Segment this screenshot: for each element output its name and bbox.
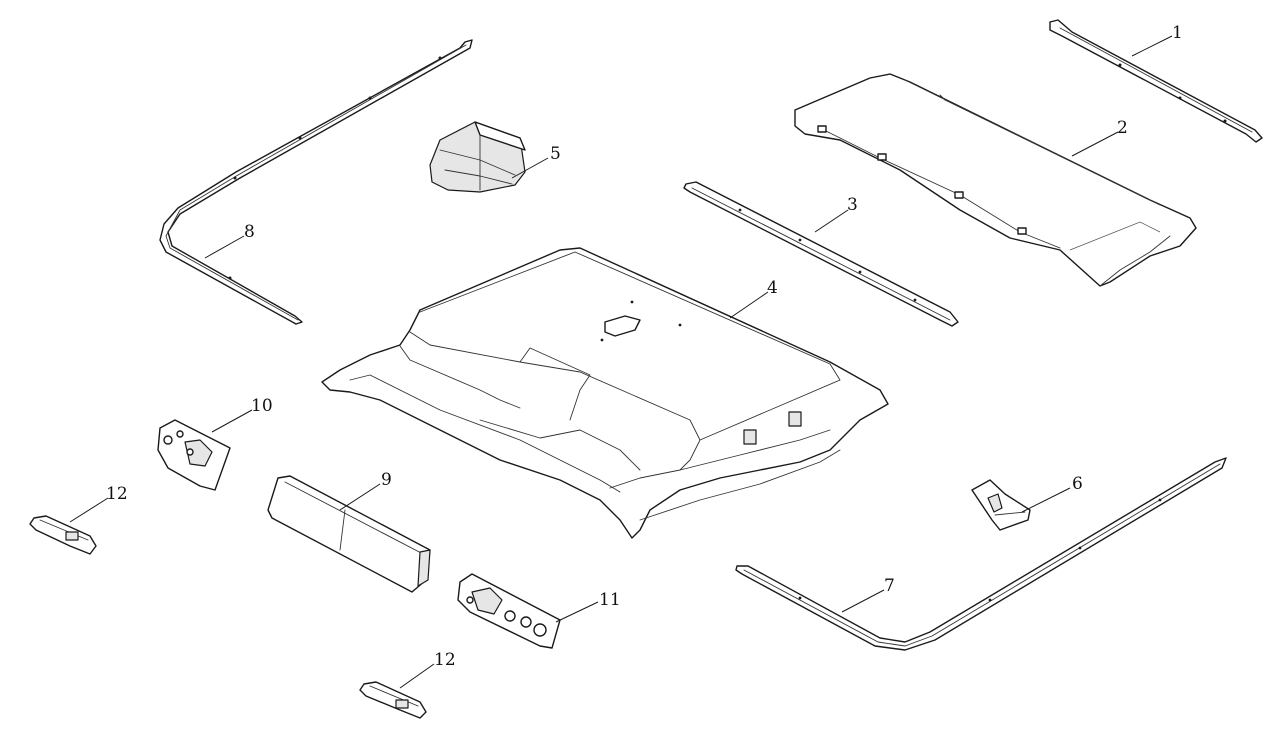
leader-12a	[69, 497, 109, 523]
leader-11	[555, 601, 599, 623]
part-4-main-headliner	[321, 247, 889, 539]
callout-10: 10	[251, 396, 273, 416]
callout-labels: 1 2 3 4 5 6 7 8 9 10 11 12 12	[106, 23, 1183, 670]
callout-7: 7	[884, 576, 895, 596]
part-12-grab-handle-a	[29, 515, 97, 555]
part-1-right-side-rail	[1049, 19, 1263, 143]
callout-9: 9	[381, 470, 392, 490]
callout-3: 3	[847, 195, 858, 215]
callout-12a: 12	[106, 484, 128, 504]
part-3-roof-crossbar	[683, 181, 959, 327]
leader-1	[1131, 35, 1173, 57]
leader-10	[211, 409, 253, 433]
part-5-roof-console	[429, 121, 526, 193]
leader-5	[511, 157, 549, 179]
leader-2	[1071, 131, 1119, 157]
leader-lines	[69, 35, 1173, 689]
part-7-lower-side-rail	[735, 457, 1227, 651]
part-2-rear-headliner-panel	[794, 73, 1197, 287]
leader-7	[841, 589, 885, 613]
part-10-handle-bezel-left	[157, 419, 231, 491]
leader-3	[814, 209, 849, 233]
callout-2: 2	[1117, 118, 1128, 138]
callout-1: 1	[1172, 23, 1183, 43]
leader-8	[204, 235, 245, 259]
callout-8: 8	[244, 222, 255, 242]
leader-6	[1021, 487, 1071, 513]
callout-4: 4	[767, 278, 778, 298]
leader-12b	[399, 663, 435, 689]
callout-6: 6	[1072, 474, 1083, 494]
callout-12b: 12	[434, 650, 456, 670]
part-12-grab-handle-b	[359, 681, 427, 719]
leader-4	[729, 291, 769, 319]
part-6-bracket	[971, 479, 1031, 531]
callout-11: 11	[599, 590, 621, 610]
part-11-handle-bezel-right	[457, 573, 561, 649]
part-8-left-side-rail	[159, 39, 473, 325]
leader-9	[339, 483, 381, 511]
callout-5: 5	[550, 144, 561, 164]
part-9-sun-visor	[267, 475, 431, 593]
